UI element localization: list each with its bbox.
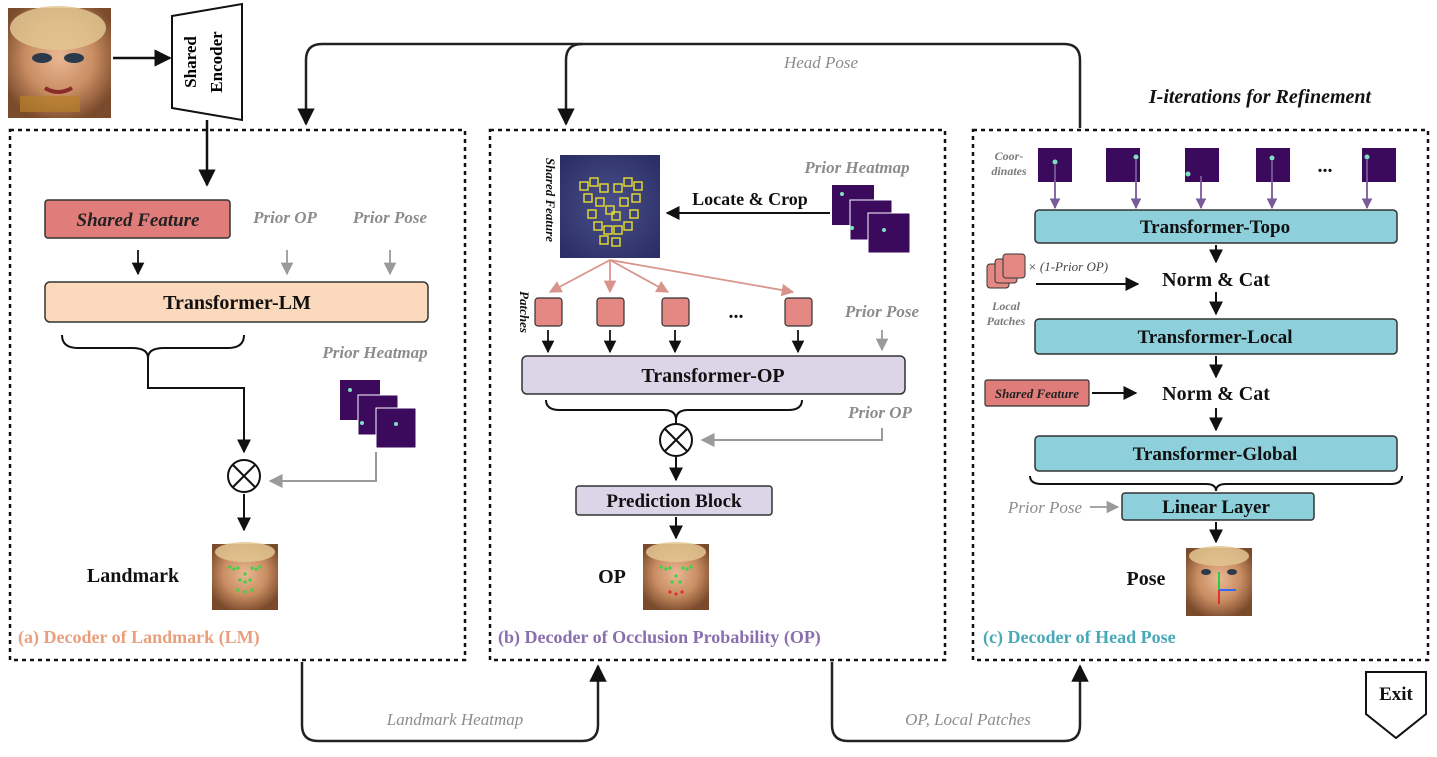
op-local-patches-loop-label: OP, Local Patches — [905, 710, 1031, 729]
a-shared-feature-label: Shared Feature — [77, 210, 201, 231]
c-global-brace — [1029, 475, 1403, 492]
op-local-patches-loop — [830, 662, 1089, 743]
c-transformer-local-label: Transformer-Local — [1137, 327, 1292, 348]
a-transformer-lm-label: Transformer-LM — [163, 292, 311, 314]
exit-label: Exit — [1379, 684, 1413, 705]
a-prior-pose-label: Prior Pose — [352, 208, 428, 227]
panel-c-frame — [971, 128, 1430, 662]
b-op-face-image — [643, 542, 709, 610]
a-prior-heatmap-label: Prior Heatmap — [321, 343, 427, 362]
b-prior-op-label: Prior OP — [847, 403, 912, 422]
b-multiply-icon — [659, 423, 693, 457]
b-patch-arrows — [541, 330, 805, 354]
b-prediction-block-box — [575, 485, 773, 516]
head-pose-loop-to-a — [297, 42, 1082, 128]
c-linear-layer-box — [1121, 492, 1315, 521]
b-prior-op-arrow — [700, 428, 883, 447]
b-prior-heatmap-stack — [832, 185, 911, 254]
c-shared-feature-box — [984, 379, 1090, 407]
encoder-label-line2: Encoder — [207, 31, 226, 93]
c-pose-face-image — [1186, 546, 1252, 616]
b-patch-2 — [596, 297, 625, 327]
a-transformer-lm-box — [44, 281, 429, 323]
b-feature-to-patches-arrows — [548, 259, 795, 297]
a-output-label: Landmark — [87, 565, 180, 587]
a-prior-heatmap-stack — [340, 380, 417, 449]
landmark-heatmap-loop — [300, 662, 607, 743]
head-pose-loop-to-b — [557, 42, 583, 126]
c-output-label: Pose — [1127, 568, 1166, 590]
b-shared-feature-side-label: Shared Feature — [543, 158, 558, 242]
b-shared-feature-map — [560, 155, 660, 258]
landmark-heatmap-loop-label: Landmark Heatmap — [386, 710, 523, 729]
panel-a-title: (a) Decoder of Landmark (LM) — [18, 627, 260, 648]
b-output-brace — [545, 399, 803, 421]
encoder-label-line1: Shared — [181, 36, 200, 88]
c-norm-cat-1-label: Norm & Cat — [1162, 269, 1270, 291]
a-shared-feature-box — [44, 199, 231, 239]
c-local-patches-stack — [986, 253, 1026, 289]
b-patch-4 — [784, 297, 813, 327]
c-norm-cat-2-label: Norm & Cat — [1162, 383, 1270, 405]
a-landmark-face-image — [212, 542, 278, 610]
refine-title: I-iterations for Refinement — [1148, 86, 1373, 108]
panel-b-title: (b) Decoder of Occlusion Probability (OP… — [498, 627, 821, 648]
a-brace-to-multiply-arrow — [147, 358, 251, 454]
head-pose-label-bg — [760, 50, 880, 74]
c-coordinates-label-line2: dinates — [991, 164, 1027, 178]
b-transformer-op-box — [521, 355, 906, 395]
exit-shape: Exit — [1365, 671, 1427, 740]
b-prediction-block-label: Prediction Block — [606, 491, 742, 512]
b-patches-label: Patches — [517, 291, 532, 333]
panel-b-frame — [488, 128, 947, 662]
a-heatmap-to-multiply-arrow — [268, 452, 377, 488]
b-prior-heatmap-label: Prior Heatmap — [803, 158, 909, 177]
c-local-patches-label-line2: Patches — [987, 314, 1026, 328]
c-coordinates-ellipsis: ... — [1318, 155, 1333, 177]
c-prior-op-factor: × (1-Prior OP) — [1028, 259, 1108, 274]
b-transformer-op-label: Transformer-OP — [641, 365, 784, 387]
c-transformer-global-label: Transformer-Global — [1133, 444, 1298, 465]
b-output-label: OP — [598, 566, 626, 588]
shared-encoder-block: Shared Encoder — [171, 2, 243, 122]
panel-a-frame — [8, 128, 467, 662]
b-patch-3 — [661, 297, 690, 327]
c-transformer-global-box — [1034, 435, 1398, 472]
c-coordinate-arrows — [1049, 160, 1373, 210]
c-coordinates-label-line1: Coor- — [995, 149, 1024, 163]
c-transformer-local-box — [1034, 318, 1398, 355]
b-patches-ellipsis: ... — [729, 301, 744, 323]
c-coordinate-heatmaps — [1038, 148, 1396, 182]
b-locate-crop-label: Locate & Crop — [692, 189, 808, 209]
head-pose-loop-label: Head Pose — [783, 53, 859, 72]
c-linear-layer-label: Linear Layer — [1162, 497, 1270, 518]
a-output-brace — [61, 334, 245, 359]
c-local-patches-label-line1: Local — [991, 299, 1021, 313]
panel-c-title: (c) Decoder of Head Pose — [983, 627, 1176, 648]
input-face-image — [8, 6, 111, 118]
a-prior-op-label: Prior OP — [252, 208, 317, 227]
b-prior-pose-label: Prior Pose — [844, 302, 920, 321]
c-shared-feature-label: Shared Feature — [995, 386, 1079, 401]
c-transformer-topo-box — [1034, 209, 1398, 244]
b-patch-1 — [534, 297, 563, 327]
c-prior-pose-label: Prior Pose — [1007, 498, 1083, 517]
a-multiply-icon — [227, 459, 261, 493]
c-transformer-topo-label: Transformer-Topo — [1140, 217, 1290, 238]
